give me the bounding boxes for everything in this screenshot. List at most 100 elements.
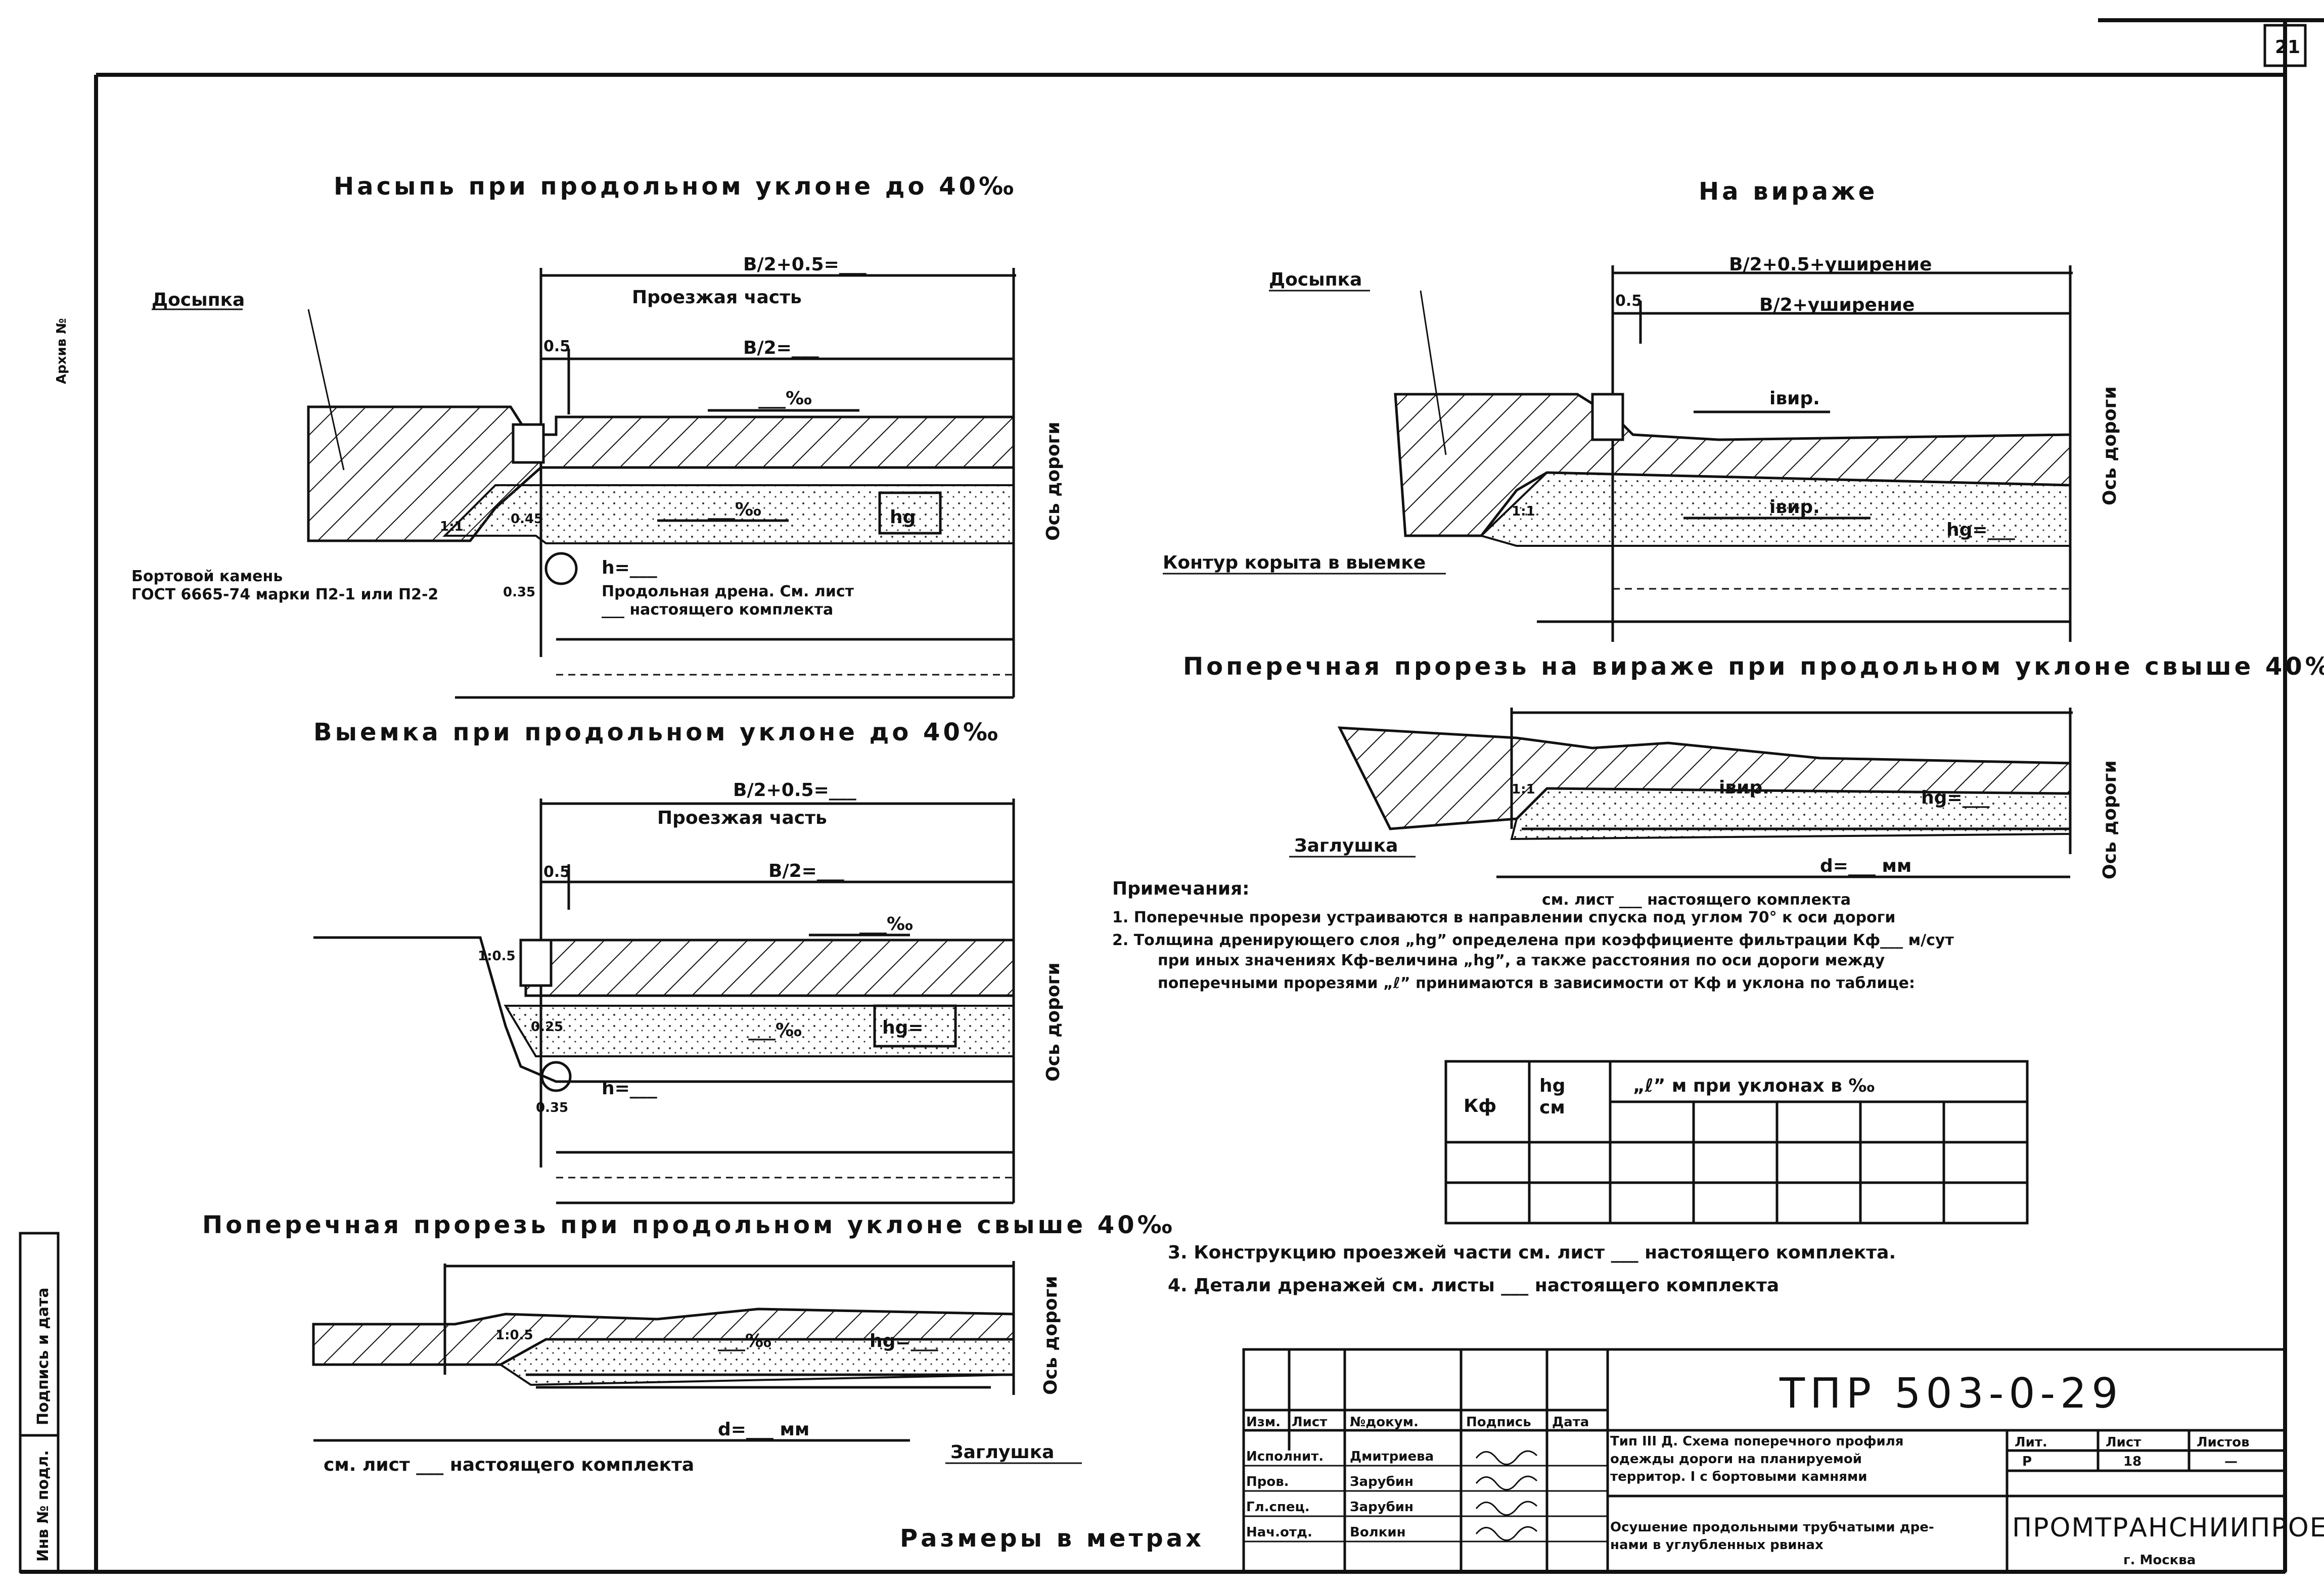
cut-slope-ratio: 1:0.5 [478, 949, 516, 964]
tb-desc-2: одежды дороги на планируемой [1610, 1452, 1862, 1467]
curve-cross-see-sheet: см. лист ___ настоящего комплекта [1542, 891, 1851, 909]
curve-cross-i-vir: iвир. [1719, 777, 1769, 798]
fill-dosypka-label: Досыпка [152, 290, 245, 310]
fill-h: h=___ [602, 557, 657, 578]
note-2b: при иных значениях Кф-величина „hg”, а т… [1158, 952, 1885, 969]
fill-embankment-section: Насыпь при продольном уклоне до 40‰ Досы… [131, 172, 1064, 699]
tb-desc-3: территор. I с бортовыми камнями [1610, 1469, 1867, 1484]
tb-head-izm: Изм. [1246, 1415, 1281, 1430]
cross-cut-axis: Ось дороги [1040, 1276, 1061, 1395]
tb-role-3: Гл.спец. [1246, 1500, 1310, 1515]
cut-roadway: Проезжая часть [657, 808, 827, 828]
note-2a: 2. Толщина дренирующего слоя „hg” опреде… [1112, 931, 1954, 949]
fill-drain-label: Продольная дрена. См. лист___ настоящего… [602, 583, 854, 619]
cross-cut-slope-ratio: 1:0.5 [495, 1328, 533, 1343]
curve-dim-half: B/2+уширение [1759, 295, 1915, 315]
cross-cut-plug: Заглушка [950, 1442, 1054, 1463]
signature-2 [1475, 1475, 1538, 1490]
sheet-number-box [2263, 24, 2307, 67]
fill-slope-ratio: 1:1 [440, 519, 464, 534]
tb-org: ПРОМТРАНСНИИПРОЕКТ [2012, 1513, 2324, 1543]
cut-slope-top: ___‰ [859, 914, 913, 934]
tb-head-list: Лист [1292, 1415, 1327, 1430]
fill-roadway: Проезжая часть [632, 287, 802, 308]
curve-section: На вираже Досыпка B/2+0.5+уширение 0.5 B… [1163, 177, 2120, 642]
curve-dosypka: Досыпка [1269, 269, 1362, 290]
curve-cross-axis: Ось дороги [2100, 760, 2120, 879]
cross-cut-section: Поперечная прорезь при продольном уклоне… [202, 1211, 1172, 1475]
tb-head-date: Дата [1552, 1415, 1589, 1430]
tb-role-4: Нач.отд. [1246, 1525, 1312, 1540]
tb-code: ТПР 503-0-29 [1779, 1370, 2123, 1418]
side-stamp [19, 1232, 60, 1573]
curve-axis: Ось дороги [2100, 386, 2120, 505]
curve-cross-title: Поперечная прорезь на вираже при продоль… [1183, 652, 2324, 681]
tb-name-2: Зарубин [1350, 1474, 1414, 1489]
tb-desc-1: Тип III Д. Схема поперечного профиля [1610, 1434, 1904, 1449]
tb-stage-label: Лит. [2015, 1435, 2047, 1450]
cut-hd: hg= [882, 1017, 924, 1038]
fill-axis: Ось дороги [1043, 422, 1064, 541]
tb-role-2: Пров. [1246, 1474, 1289, 1489]
cut-slope-bottom: ___‰ [748, 1020, 802, 1041]
curve-cross-hd: hg=___ [1921, 787, 1990, 808]
tb-desc-4: Осушение продольными трубчатыми дре- [1610, 1520, 1934, 1535]
cut-dim-025: 0.25 [531, 1019, 563, 1035]
cross-cut-hd: hg=___ [870, 1331, 938, 1351]
cut-dim-035: 0.35 [536, 1100, 568, 1115]
fill-slope-bottom: ___‰ [708, 499, 761, 520]
tb-head-sign: Подпись [1466, 1415, 1531, 1430]
fill-dim-035: 0.35 [503, 585, 535, 600]
fill-dim-total: B/2+0.5=___ [743, 254, 867, 275]
tb-sheet: 18 [2123, 1454, 2141, 1469]
sheet-number: 21 [2275, 37, 2300, 58]
curve-cross-slope-ratio: 1:1 [1512, 782, 1535, 797]
note-2c: поперечными прорезями „ℓ” принимаются в … [1158, 974, 1915, 992]
cut-section: Выемка при продольном уклоне до 40‰ B/2+… [313, 718, 1064, 1204]
table-col-kf: Кф [1464, 1096, 1496, 1116]
curve-trough: Контур корыта в выемке [1163, 552, 1426, 573]
side-archive-label: Архив № [54, 318, 69, 384]
side-inv-label: Инв № подл. [34, 1450, 52, 1562]
cut-h: h=___ [602, 1078, 657, 1099]
tb-sheets-label: Листов [2197, 1435, 2250, 1450]
fill-slope-top: ___‰ [758, 388, 812, 409]
tb-city: г. Москва [2123, 1553, 2196, 1568]
signature-1 [1475, 1450, 1538, 1465]
notes-block: Примечания: 1. Поперечные прорези устраи… [1112, 878, 1954, 1296]
fill-title: Насыпь при продольном уклоне до 40‰ [334, 172, 1017, 201]
curve-title: На вираже [1699, 177, 1878, 206]
note-4: 4. Детали дренажей см. листы ___ настоящ… [1168, 1275, 1779, 1296]
signature-4 [1475, 1526, 1538, 1541]
curve-i-vir-bottom: iвир. [1769, 497, 1820, 518]
side-sign-label: Подпись и дата [34, 1288, 52, 1425]
curve-cross-section: Поперечная прорезь на вираже при продоль… [1183, 652, 2324, 909]
cross-cut-d: d=___ мм [718, 1419, 809, 1440]
curve-hd: hg=___ [1946, 520, 2015, 540]
cut-axis: Ось дороги [1043, 962, 1064, 1082]
title-block: Изм. Лист №докум. Подпись Дата Исполнит.… [1242, 1348, 2324, 1573]
note-1: 1. Поперечные прорези устраиваются в нап… [1112, 909, 1895, 926]
fill-hd: hg [890, 507, 916, 528]
curve-dim-total: B/2+0.5+уширение [1729, 254, 1932, 275]
tb-name-3: Зарубин [1350, 1500, 1414, 1515]
tb-sheets: — [2224, 1454, 2238, 1469]
curve-cross-d: d=___ мм [1820, 856, 1911, 876]
cross-cut-see-sheet: см. лист ___ настоящего комплекта [324, 1455, 694, 1475]
curve-dim-05: 0.5 [1615, 292, 1642, 310]
tb-desc-5: нами в углубленных рвинах [1610, 1537, 1824, 1553]
fill-dim-05: 0.5 [543, 338, 570, 355]
cut-title: Выемка при продольном уклоне до 40‰ [313, 718, 1001, 746]
notes-heading: Примечания: [1112, 878, 1250, 899]
tb-name-4: Волкин [1350, 1525, 1406, 1540]
cut-dim-half: B/2=___ [768, 861, 844, 881]
table-col-l: „ℓ” м при уклонах в ‰ [1633, 1076, 1875, 1096]
cross-cut-slope: ___‰ [718, 1331, 771, 1351]
curve-i-vir-top: iвир. [1769, 388, 1820, 409]
tb-sheet-label: Лист [2106, 1435, 2141, 1450]
cut-dim-total: B/2+0.5=___ [733, 780, 856, 801]
tb-head-doc: №докум. [1350, 1415, 1419, 1430]
fill-dim-045: 0.45 [511, 511, 543, 527]
